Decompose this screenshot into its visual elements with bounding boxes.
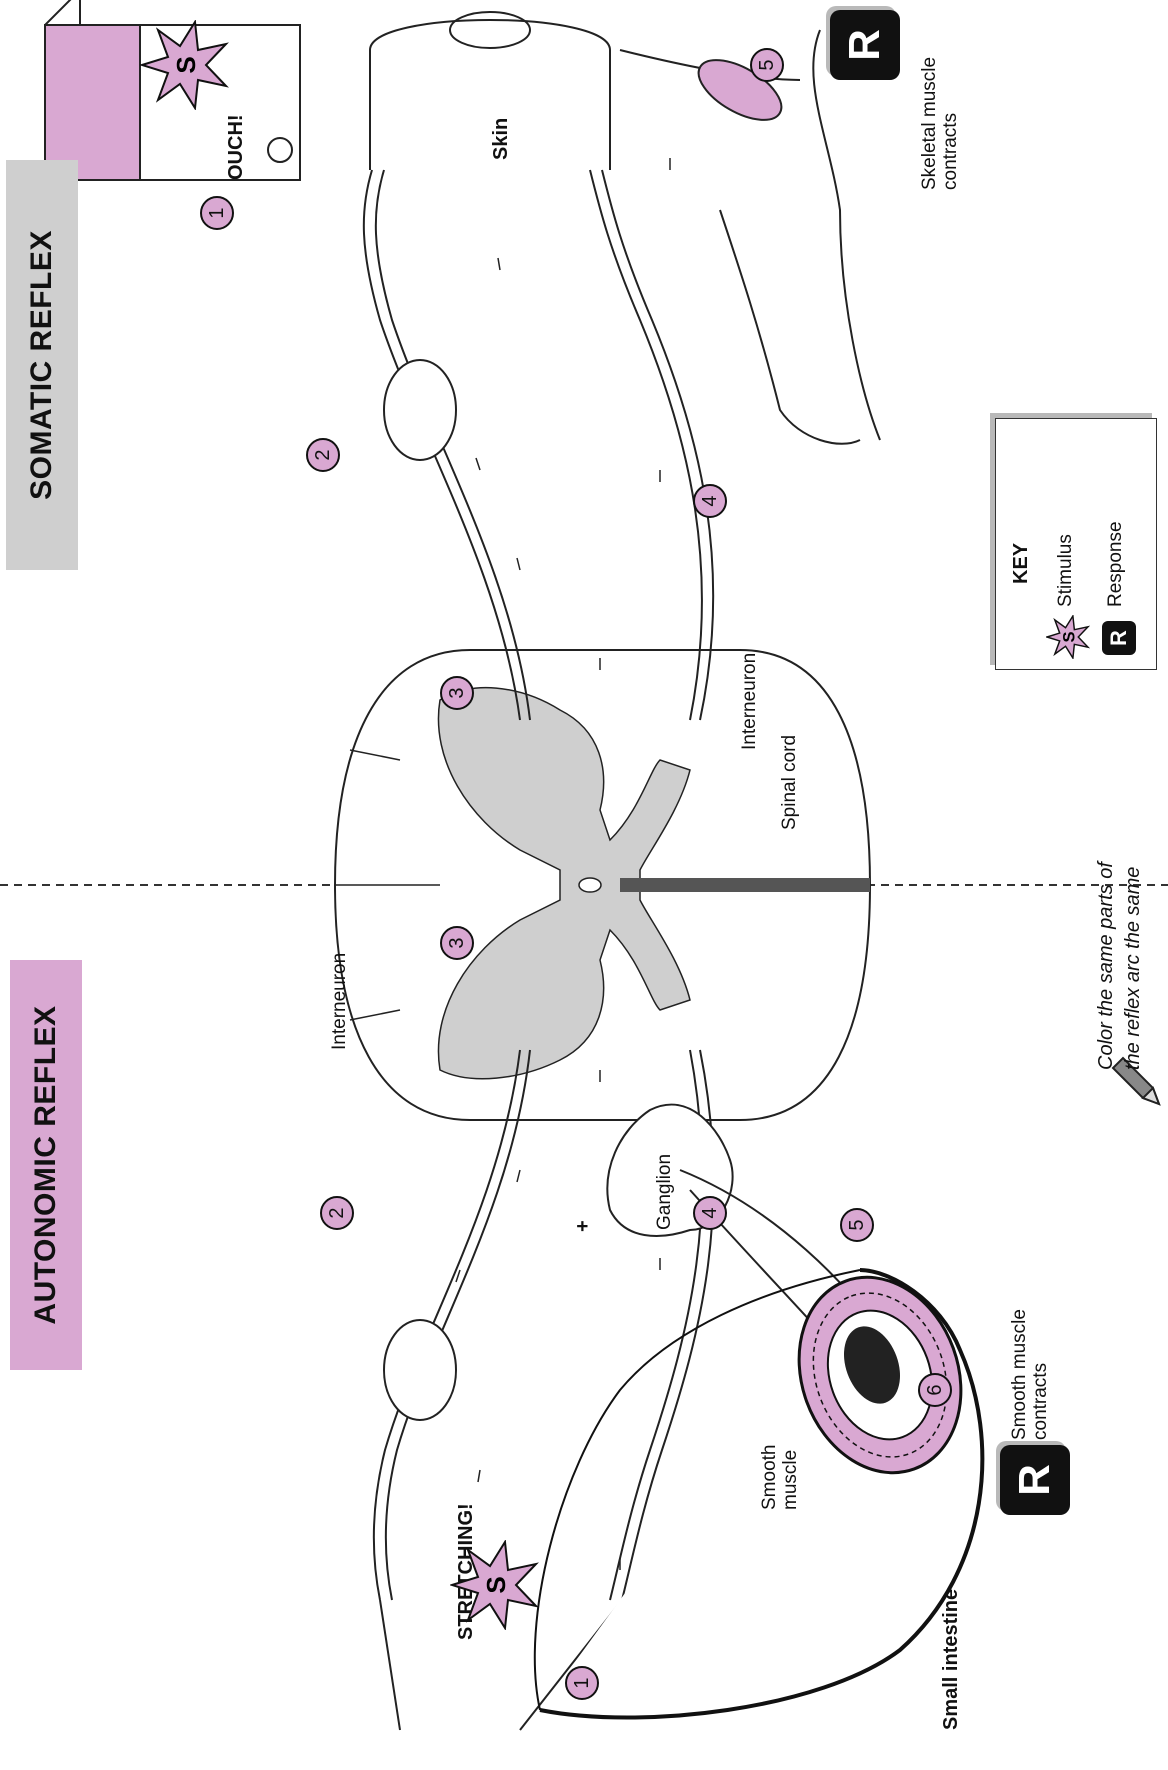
autonomic-reflex-banner: AUTONOMIC REFLEX bbox=[10, 960, 82, 1370]
callout-autonomic-6: 6 bbox=[918, 1373, 952, 1407]
callout-somatic-3: 3 bbox=[440, 676, 474, 710]
key-response-symbol: R bbox=[1106, 630, 1132, 646]
callout-somatic-1: 1 bbox=[200, 196, 234, 230]
stimulus-star-somatic: S bbox=[140, 20, 230, 110]
stimulus-star-autonomic: S bbox=[450, 1540, 540, 1630]
plus-label: + bbox=[572, 1220, 594, 1232]
instruction-line-2: the reflex arc the same bbox=[1122, 867, 1144, 1070]
callout-autonomic-1: 1 bbox=[565, 1666, 599, 1700]
response-badge-somatic: R bbox=[830, 10, 900, 80]
spinal-cord-section bbox=[335, 650, 870, 1120]
response-symbol-somatic: R bbox=[840, 29, 890, 61]
callout-autonomic-5: 5 bbox=[840, 1208, 874, 1242]
key-response-label: Response bbox=[1106, 521, 1127, 607]
spinal-cord-label: Spinal cord bbox=[780, 735, 801, 830]
smooth-muscle-contracts-label: Smooth muscle contracts bbox=[1010, 1280, 1052, 1440]
key-stimulus-star: S bbox=[1046, 615, 1090, 659]
interneuron-label-right: Interneuron bbox=[740, 653, 761, 750]
callout-somatic-2: 2 bbox=[306, 438, 340, 472]
key-title: KEY bbox=[1010, 543, 1032, 584]
skeletal-muscle-contracts-label: Skeletal muscle contracts bbox=[920, 20, 962, 190]
response-badge-autonomic: R bbox=[1000, 1445, 1070, 1515]
callout-somatic-4: 4 bbox=[693, 484, 727, 518]
stimulus-symbol-autonomic: S bbox=[481, 1576, 511, 1593]
autonomic-reflex-title: AUTONOMIC REFLEX bbox=[29, 1005, 63, 1324]
callout-somatic-5: 5 bbox=[750, 48, 784, 82]
key-stimulus-label: Stimulus bbox=[1056, 534, 1077, 607]
smooth-muscle-label: Smooth muscle bbox=[760, 1430, 802, 1510]
key-box: KEY S Stimulus R Response bbox=[995, 418, 1157, 670]
ganglion-label: Ganglion bbox=[655, 1154, 676, 1230]
skin-label: Skin bbox=[490, 118, 512, 160]
response-symbol-autonomic: R bbox=[1010, 1464, 1060, 1496]
somatic-reflex-title: SOMATIC REFLEX bbox=[25, 230, 59, 500]
key-response-badge: R bbox=[1102, 621, 1136, 655]
stimulus-symbol-somatic: S bbox=[171, 56, 201, 73]
instruction-line-1: Color the same parts of bbox=[1095, 862, 1117, 1070]
callout-autonomic-4: 4 bbox=[693, 1196, 727, 1230]
somatic-reflex-banner: SOMATIC REFLEX bbox=[6, 160, 78, 570]
key-stimulus-symbol: S bbox=[1059, 631, 1078, 642]
callout-autonomic-2: 2 bbox=[320, 1196, 354, 1230]
ouch-label: OUCH! bbox=[225, 114, 247, 180]
small-intestine-label: Small intestine bbox=[940, 1589, 962, 1730]
somatic-nerve bbox=[364, 12, 713, 720]
callout-autonomic-3: 3 bbox=[440, 926, 474, 960]
arm-shape bbox=[620, 30, 880, 444]
interneuron-label-left: Interneuron bbox=[330, 953, 351, 1050]
